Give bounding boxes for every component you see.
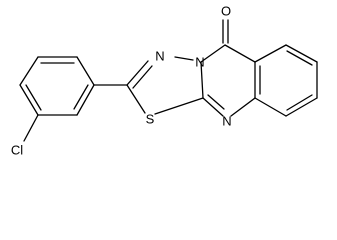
bond-bridgehead-c-to-n bbox=[202, 97, 224, 117]
chemical-structure: O N N N S Cl bbox=[0, 0, 337, 165]
phenyl-bond-1 bbox=[76, 56, 95, 86]
bond-carbonyl-to-n bbox=[200, 44, 226, 63]
phenyl-bond-4 bbox=[19, 84, 39, 116]
sulfur-atom-label: S bbox=[146, 112, 155, 127]
nitrogen-atom-label-ring: N bbox=[155, 49, 164, 64]
bond-bridgehead-c-to-n-double bbox=[207, 94, 225, 110]
benzo-bond-3-double bbox=[286, 50, 313, 66]
bond-c-s bbox=[126, 84, 146, 114]
benzo-bond-2 bbox=[254, 44, 287, 63]
phenyl-bond-3 bbox=[19, 56, 39, 86]
phenyl-bond-6-double bbox=[73, 84, 89, 110]
bond-bridgehead-n-to-c bbox=[200, 61, 204, 99]
nitrogen-atom-label-lower: N bbox=[222, 114, 231, 129]
oxygen-atom-label: O bbox=[221, 4, 231, 19]
bond-n-n bbox=[174, 56, 194, 61]
benzo-bond-5 bbox=[285, 97, 318, 117]
atom-labels: O N N N S Cl bbox=[11, 4, 232, 158]
bonds bbox=[19, 19, 318, 142]
bond-c-n-double-second-line bbox=[132, 65, 153, 89]
bond-s-c bbox=[154, 97, 204, 115]
bond-n-to-benzo bbox=[230, 97, 256, 117]
bond-carbonyl-to-benzo bbox=[224, 44, 256, 63]
chlorine-atom-label: Cl bbox=[11, 143, 23, 158]
bond-c-cl bbox=[23, 114, 39, 142]
bond-c-n-double bbox=[126, 60, 149, 86]
phenyl-bond-6 bbox=[76, 84, 95, 116]
benzo-bond-6 bbox=[254, 97, 287, 117]
nitrogen-atom-label-bridgehead: N bbox=[195, 55, 204, 70]
background bbox=[0, 0, 337, 165]
benzo-bond-5-double bbox=[286, 94, 313, 111]
benzo-bond-3 bbox=[285, 44, 318, 63]
phenyl-bond-4-double bbox=[25, 84, 42, 111]
